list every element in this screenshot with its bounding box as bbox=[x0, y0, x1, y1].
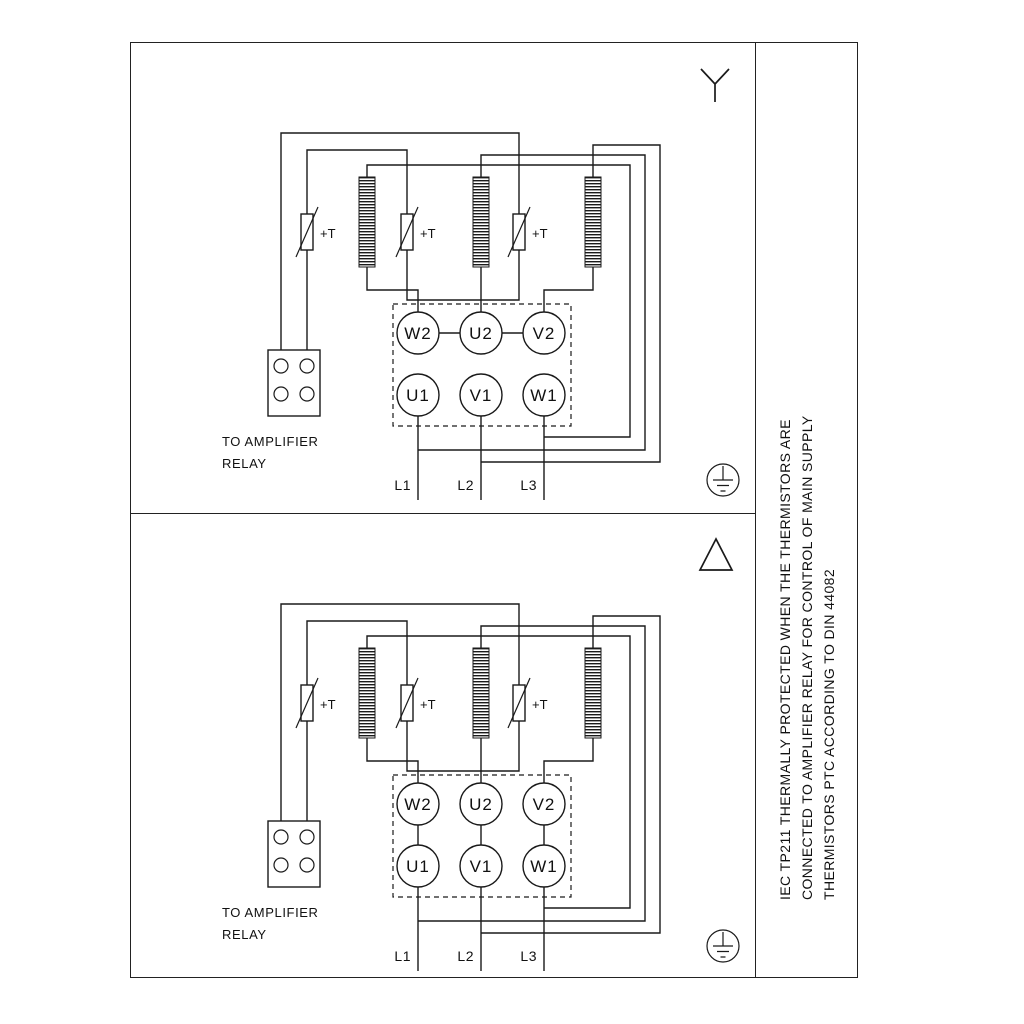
relay-note-line1: TO AMPLIFIER bbox=[222, 905, 319, 920]
thermistor-strike bbox=[395, 206, 419, 258]
relay-terminal bbox=[299, 386, 315, 402]
terminal-label: W2 bbox=[404, 795, 432, 814]
terminal-label: U1 bbox=[406, 386, 430, 405]
thermistor-strike bbox=[395, 677, 419, 729]
terminal-w1 bbox=[522, 373, 566, 417]
terminal-w2 bbox=[396, 782, 440, 826]
relay-note-line2: RELAY bbox=[222, 927, 267, 942]
earth-icon bbox=[706, 929, 740, 963]
terminal-label: U2 bbox=[469, 324, 493, 343]
supply-label-l3: L3 bbox=[520, 948, 537, 964]
star-connection-icon bbox=[700, 68, 730, 102]
terminal-label: W2 bbox=[404, 324, 432, 343]
wiring-path bbox=[280, 603, 661, 971]
terminal-u2 bbox=[459, 311, 503, 355]
relay-note-line1: TO AMPLIFIER bbox=[222, 434, 319, 449]
terminal-label: V2 bbox=[533, 795, 556, 814]
terminal-u1 bbox=[396, 373, 440, 417]
terminal-v1 bbox=[459, 844, 503, 888]
thermistor-label: +T bbox=[420, 697, 436, 712]
panel-divider bbox=[130, 513, 755, 514]
thermistor-label: +T bbox=[532, 226, 548, 241]
wiring-path bbox=[280, 132, 661, 500]
side-note-line3: THERMISTORS PTC ACCORDING TO DIN 44082 bbox=[821, 568, 837, 900]
terminal-u1 bbox=[396, 844, 440, 888]
terminal-v1 bbox=[459, 373, 503, 417]
terminal-label: U1 bbox=[406, 857, 430, 876]
relay-note-line2: RELAY bbox=[222, 456, 267, 471]
terminal-board-outline bbox=[392, 774, 572, 898]
thermistor-label: +T bbox=[420, 226, 436, 241]
thermistor: +T bbox=[295, 206, 336, 258]
supply-label-l1: L1 bbox=[394, 948, 411, 964]
delta-connection-icon bbox=[698, 537, 734, 571]
relay-terminal bbox=[273, 386, 289, 402]
amplifier-relay-connector bbox=[267, 820, 321, 888]
terminal-board-outline bbox=[392, 303, 572, 427]
thermistor-label: +T bbox=[320, 697, 336, 712]
amplifier-relay-connector bbox=[267, 349, 321, 417]
earth-icon bbox=[706, 463, 740, 497]
motor-winding-bar bbox=[584, 176, 602, 268]
thermistor: +T bbox=[507, 677, 548, 729]
terminal-v2 bbox=[522, 782, 566, 826]
thermistor: +T bbox=[395, 206, 436, 258]
motor-winding-bar bbox=[358, 647, 376, 739]
thermistor-strike bbox=[507, 206, 531, 258]
terminal-label: W1 bbox=[530, 857, 558, 876]
motor-winding-bar bbox=[358, 176, 376, 268]
supply-label-l2: L2 bbox=[457, 948, 474, 964]
thermistor-label: +T bbox=[532, 697, 548, 712]
supply-label-l2: L2 bbox=[457, 477, 474, 493]
relay-terminal bbox=[299, 857, 315, 873]
motor-winding-bar bbox=[472, 647, 490, 739]
relay-terminal bbox=[299, 358, 315, 374]
supply-label-l3: L3 bbox=[520, 477, 537, 493]
thermistor-strike bbox=[295, 677, 319, 729]
terminal-label: W1 bbox=[530, 386, 558, 405]
supply-label-l1: L1 bbox=[394, 477, 411, 493]
delta-connection-panel: +T +T +T TO AMPLIFIER RELAY W2 U2 bbox=[222, 537, 740, 971]
drawing-border bbox=[130, 42, 858, 978]
terminal-label: U2 bbox=[469, 795, 493, 814]
thermistor: +T bbox=[507, 206, 548, 258]
thermistor-strike bbox=[295, 206, 319, 258]
relay-terminal bbox=[299, 829, 315, 845]
relay-terminal bbox=[273, 358, 289, 374]
terminal-u2 bbox=[459, 782, 503, 826]
star-connection-panel: +T +T +T TO AMPLIFIER RELAY W2 U2 bbox=[222, 68, 740, 500]
thermistor: +T bbox=[295, 677, 336, 729]
relay-terminal bbox=[273, 829, 289, 845]
side-note: IEC TP211 THERMALLY PROTECTED WHEN THE T… bbox=[774, 360, 840, 900]
thermistor-strike bbox=[507, 677, 531, 729]
side-note-line2: CONNECTED TO AMPLIFIER RELAY FOR CONTROL… bbox=[799, 415, 815, 900]
terminal-w1 bbox=[522, 844, 566, 888]
terminal-label: V1 bbox=[470, 386, 493, 405]
motor-winding-bar bbox=[584, 647, 602, 739]
terminal-label: V2 bbox=[533, 324, 556, 343]
terminal-v2 bbox=[522, 311, 566, 355]
thermistor-label: +T bbox=[320, 226, 336, 241]
side-note-line1: IEC TP211 THERMALLY PROTECTED WHEN THE T… bbox=[777, 419, 793, 900]
thermistor: +T bbox=[395, 677, 436, 729]
motor-winding-bar bbox=[472, 176, 490, 268]
terminal-label: V1 bbox=[470, 857, 493, 876]
note-divider bbox=[755, 42, 756, 978]
relay-terminal bbox=[273, 857, 289, 873]
terminal-w2 bbox=[396, 311, 440, 355]
